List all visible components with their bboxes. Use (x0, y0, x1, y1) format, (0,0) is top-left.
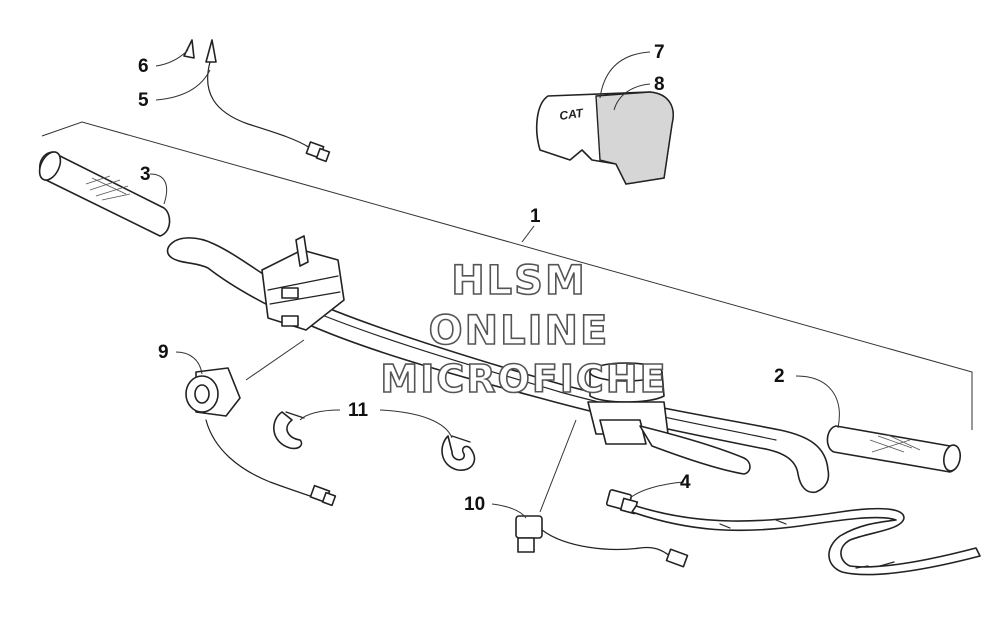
callout-6: 6 (138, 56, 149, 77)
callout-4: 4 (680, 472, 691, 493)
callout-7: 7 (654, 42, 665, 63)
control-switch (185, 367, 337, 507)
watermark-line-2: ONLINE (429, 308, 610, 354)
leader-lines (149, 49, 840, 519)
callout-11: 11 (348, 400, 369, 421)
callout-labels: 1 2 3 4 5 6 7 8 9 10 11 (138, 42, 785, 515)
watermark-line-3: MICROFICHE (380, 357, 667, 401)
throttle-housing (245, 235, 345, 381)
callout-10: 10 (464, 494, 485, 515)
kill-switch (515, 515, 689, 568)
assembly-bracket-line (41, 121, 973, 430)
right-grip (826, 425, 961, 473)
watermark-line-1: HLSM (451, 258, 587, 304)
callout-5: 5 (138, 90, 149, 111)
clamps (273, 411, 476, 471)
brake-master-cylinder (539, 362, 751, 513)
callout-9: 9 (158, 342, 169, 363)
callout-2: 2 (774, 366, 785, 387)
callout-3: 3 (140, 164, 151, 185)
grip-heater-element (183, 39, 331, 163)
wiring-harness (605, 489, 981, 576)
callout-8: 8 (654, 74, 665, 95)
pad-logo: CAT (558, 106, 585, 123)
left-grip (38, 151, 171, 237)
callout-1: 1 (530, 206, 541, 227)
handlebar (166, 237, 830, 494)
handlebar-pad: CAT (535, 91, 674, 185)
watermark: HLSM ONLINE MICROFICHE (380, 257, 667, 402)
